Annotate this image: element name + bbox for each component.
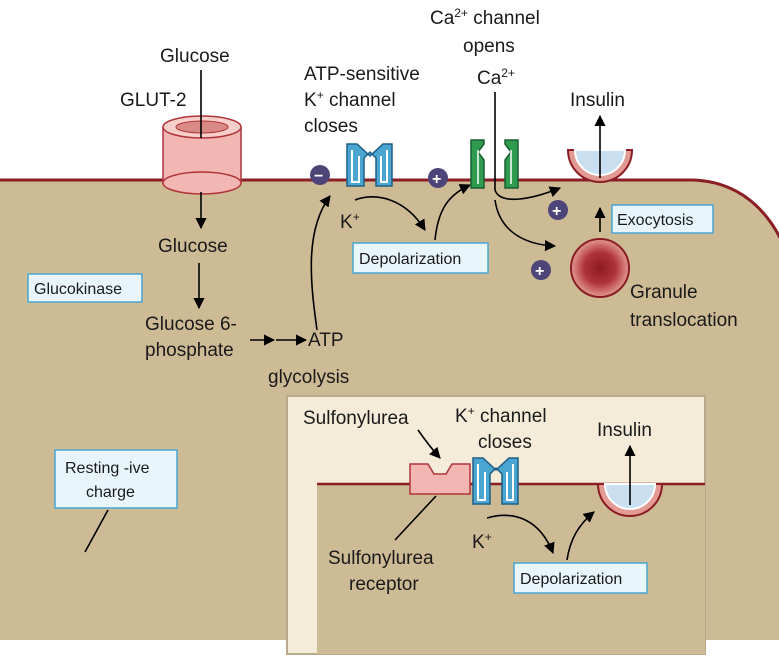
- glut2-label: GLUT-2: [120, 90, 187, 111]
- glucose-mid-label: Glucose: [158, 236, 228, 257]
- ca-open-label-line2: opens: [463, 36, 515, 57]
- activation-sign-icon: [531, 260, 551, 280]
- glut2-transporter-icon: [162, 115, 242, 195]
- depolarization-to-ca-arrow: [434, 184, 472, 241]
- sulfonylurea-binding-arrow: [417, 429, 441, 459]
- katp-label-line1: ATP-sensitive: [304, 64, 420, 85]
- resting-charge-box: [54, 449, 178, 509]
- inset-kchannel-label-line1: K+ channel: [455, 404, 547, 427]
- ca-to-granule-arrow: [494, 199, 557, 252]
- sulfonylurea-label: Sulfonylurea: [303, 408, 409, 429]
- glucokinase-label: Glucokinase: [34, 281, 122, 298]
- depolarization-label: Depolarization: [359, 251, 461, 268]
- katp-label-line3: closes: [304, 116, 358, 137]
- k-efflux-arrow: [354, 196, 426, 231]
- exocytosis-label: Exocytosis: [617, 212, 693, 229]
- g6p-label-line2: phosphate: [145, 340, 234, 361]
- activation-sign-icon: [428, 168, 448, 188]
- atp-label: ATP: [308, 330, 344, 351]
- k-channel-icon: [346, 143, 393, 187]
- glucokinase-box: [27, 273, 143, 303]
- plus-sign-1: +: [432, 171, 441, 188]
- sulfonylurea-receptor-icon: [409, 463, 471, 495]
- atp-to-kchannel-arrow: [310, 195, 331, 331]
- receptor-label-line1: Sulfonylurea: [328, 548, 434, 569]
- activation-sign-icon: [548, 200, 568, 220]
- katp-label-line2: K+ channel: [304, 88, 396, 111]
- resting-label-line1: Resting -ive: [65, 460, 150, 477]
- granule-label-line2: translocation: [630, 310, 738, 331]
- inhibition-sign-icon: [310, 165, 330, 185]
- ca-ion-label: Ca2+: [477, 66, 515, 89]
- resting-label-line2: charge: [86, 484, 135, 501]
- k-ion-label: K+: [340, 210, 360, 233]
- resting-pointer-line: [84, 509, 109, 553]
- receptor-pointer-line: [394, 495, 437, 541]
- ca-to-exocytosis-arrow: [494, 186, 562, 201]
- receptor-label-line2: receptor: [349, 574, 419, 595]
- k-channel-icon: [472, 457, 519, 505]
- insulin-label: Insulin: [570, 90, 625, 111]
- granule-label-line1: Granule: [630, 282, 698, 303]
- g6p-label-line1: Glucose 6-: [145, 314, 237, 335]
- inset-k-efflux-arrow: [486, 514, 555, 555]
- inset-depolarization-to-granule-arrow: [566, 511, 595, 561]
- glycolysis-label: glycolysis: [268, 367, 349, 388]
- inset-kchannel-label-line2: closes: [478, 432, 532, 453]
- plus-sign-2: +: [552, 203, 561, 220]
- inset-k-ion-label: K+: [472, 530, 492, 553]
- ca-open-label-line1: Ca2+ channel: [430, 6, 540, 29]
- exocytosis-box: [611, 204, 714, 234]
- plus-sign-3: +: [535, 263, 544, 280]
- minus-sign: −: [314, 168, 323, 185]
- ca-channel-icon: [470, 139, 519, 189]
- glucose-top-label: Glucose: [160, 46, 230, 67]
- inset-depolarization-box: [513, 562, 648, 594]
- depolarization-box: [352, 242, 489, 274]
- insulin-granule-icon: [570, 238, 630, 298]
- inset-insulin-label: Insulin: [597, 420, 652, 441]
- inset-depolarization-label: Depolarization: [520, 571, 622, 588]
